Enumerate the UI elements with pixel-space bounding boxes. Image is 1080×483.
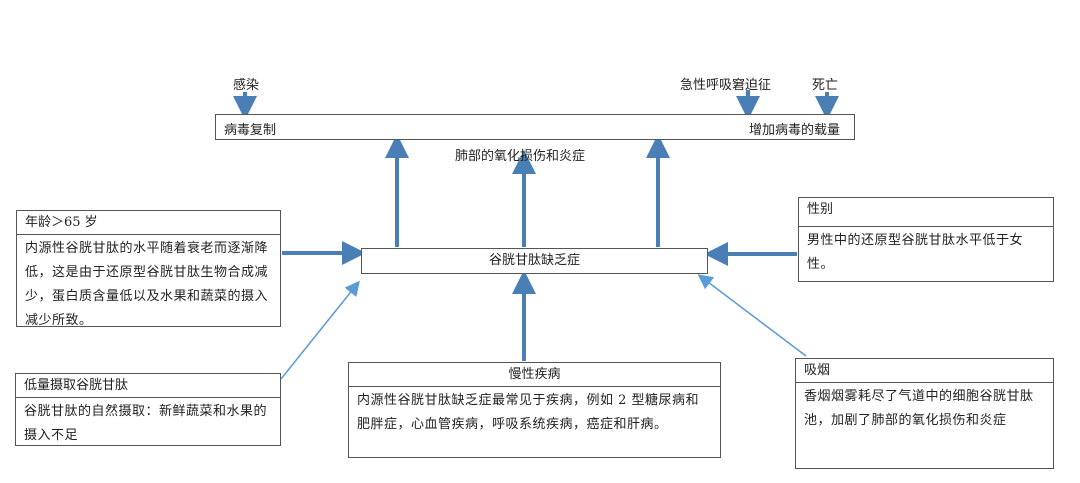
death-label: 死亡 xyxy=(812,78,839,93)
virus-replication-label: 病毒复制 xyxy=(224,123,277,138)
infection-label: 感染 xyxy=(233,78,260,93)
center-title: 谷胱甘肽缺乏症 xyxy=(488,253,580,268)
age-box: 年龄＞65 岁 内源性谷胱甘肽的水平随着衰老而逐渐降低，这是由于还原型谷胱甘肽生… xyxy=(16,210,281,328)
intake-box: 低量摄取谷胱甘肽 谷胱甘肽的自然摄取：新鲜蔬菜和水果的摄入不足 xyxy=(15,373,281,446)
ards-label: 急性呼吸窘迫征 xyxy=(680,78,772,93)
age-title: 年龄＞65 岁 xyxy=(17,211,280,235)
viral-box: 病毒复制 增加病毒的载量 xyxy=(215,114,855,140)
arrow-smoking xyxy=(697,274,807,357)
smoking-body: 香烟烟雾耗尽了气道中的细胞谷胱甘肽池，加剧了肺部的氧化损伤和炎症 xyxy=(804,389,1034,428)
smoking-box: 吸烟 香烟烟雾耗尽了气道中的细胞谷胱甘肽池，加剧了肺部的氧化损伤和炎症 xyxy=(795,358,1054,469)
smoking-title: 吸烟 xyxy=(796,359,1053,383)
chronic-box: 慢性疾病 内源性谷胱甘肽缺乏症最常见于疾病，例如 2 型糖尿病和肥胖症，心血管疾… xyxy=(348,362,721,458)
intake-title: 低量摄取谷胱甘肽 xyxy=(16,374,280,398)
arrow-intake xyxy=(280,280,360,380)
chronic-body: 内源性谷胱甘肽缺乏症最常见于疾病，例如 2 型糖尿病和肥胖症，心血管疾病，呼吸系… xyxy=(357,393,700,432)
age-body: 内源性谷胱甘肽的水平随着衰老而逐渐降低，这是由于还原型谷胱甘肽生物合成减少，蛋白… xyxy=(25,241,269,328)
sex-box: 性别 男性中的还原型谷胱甘肽水平低于女性。 xyxy=(798,197,1054,282)
lung-damage-label: 肺部的氧化损伤和炎症 xyxy=(455,149,586,164)
viral-load-label: 增加病毒的载量 xyxy=(748,123,840,138)
chronic-title: 慢性疾病 xyxy=(349,363,720,387)
sex-body: 男性中的还原型谷胱甘肽水平低于女性。 xyxy=(807,233,1024,272)
glutathione-deficiency-box: 谷胱甘肽缺乏症 xyxy=(361,248,708,274)
intake-body: 谷胱甘肽的自然摄取：新鲜蔬菜和水果的摄入不足 xyxy=(24,404,268,443)
sex-title: 性别 xyxy=(799,198,1053,227)
